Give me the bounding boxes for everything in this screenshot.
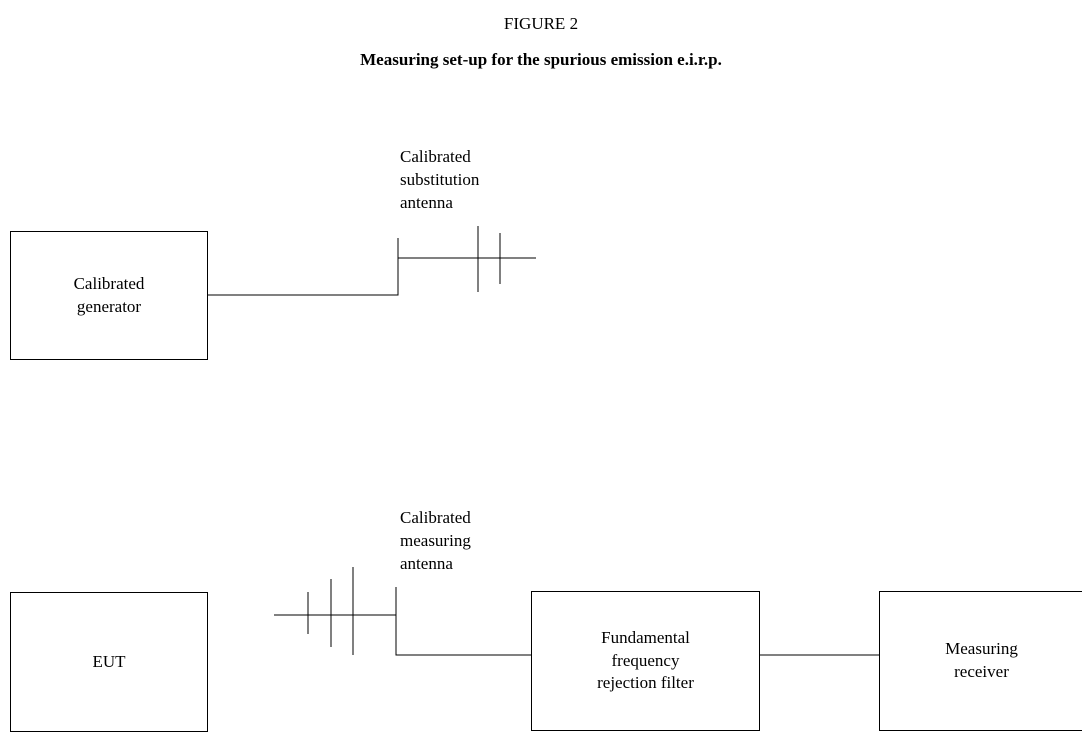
antenna-to-filter-cable	[395, 587, 531, 656]
eut-label: EUT	[92, 651, 126, 671]
figure-title: Measuring set-up for the spurious emissi…	[360, 50, 722, 69]
substitution-antenna-label: Calibrated substitution antenna	[400, 147, 480, 212]
figure-number: FIGURE 2	[503, 14, 579, 33]
generator-to-antenna-cable	[207, 258, 399, 296]
eut-box: EUT	[10, 592, 208, 732]
measuring-receiver-box: Measuring receiver	[879, 591, 1082, 731]
rejection-filter-label: Fundamental frequency rejection filter	[597, 627, 694, 693]
calibrated-generator-label: Calibrated generator	[73, 273, 145, 316]
calibrated-generator-box: Calibrated generator	[10, 231, 208, 360]
measuring-receiver-label: Measuring receiver	[945, 639, 1018, 681]
rejection-filter-box: Fundamental frequency rejection filter	[531, 591, 760, 731]
measuring-antenna-label: Calibrated measuring antenna	[400, 508, 471, 573]
